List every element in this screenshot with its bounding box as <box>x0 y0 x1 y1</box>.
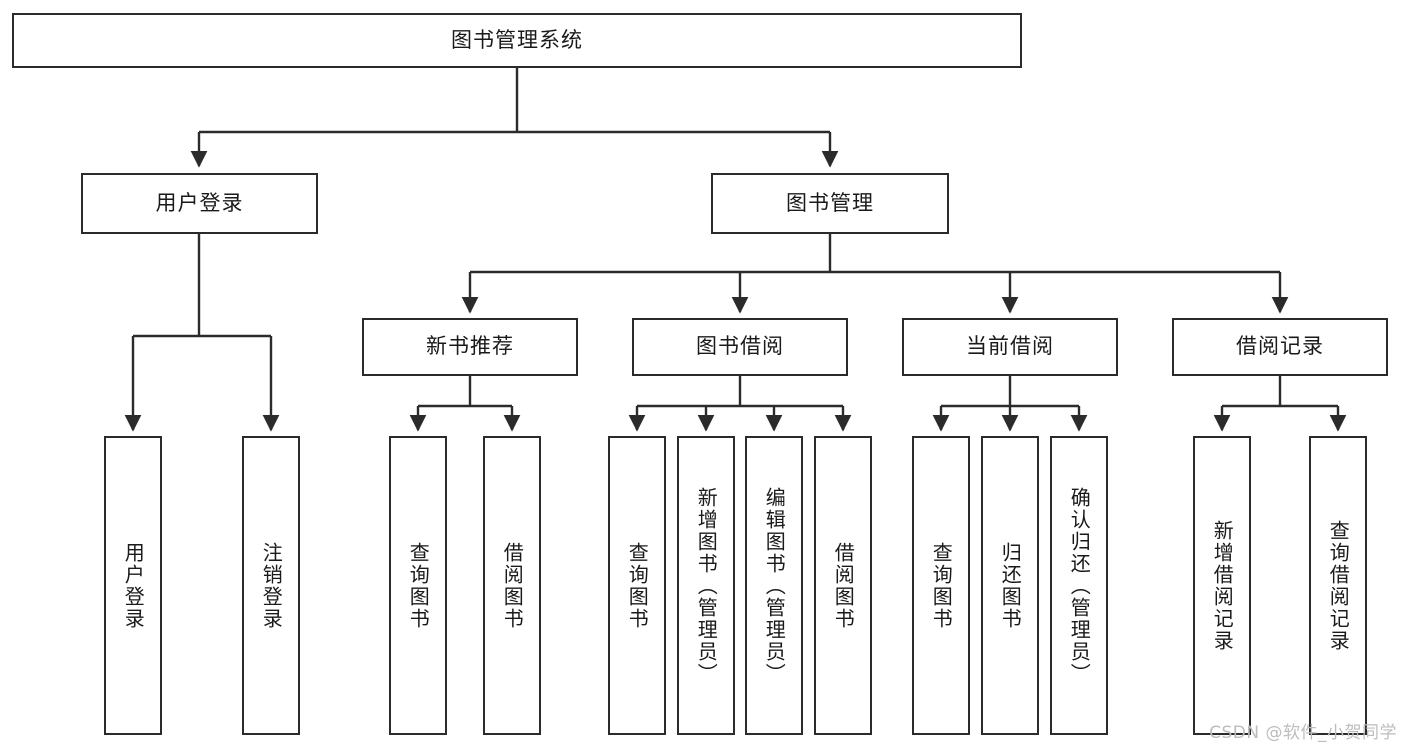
node-label: 查询图书 <box>929 541 954 630</box>
node-label: 查询图书 <box>406 541 431 630</box>
leaf-current-borrow-query-book[interactable]: 查询图书 <box>912 436 970 735</box>
node-label: 借阅图书 <box>831 541 856 630</box>
leaf-book-borrow-query-book[interactable]: 查询图书 <box>608 436 666 735</box>
leaf-borrow-record-query-record[interactable]: 查询借阅记录 <box>1309 436 1367 735</box>
node-label: 图书管理 <box>786 190 874 215</box>
node-root-book-management-system[interactable]: 图书管理系统 <box>12 13 1022 68</box>
node-label: 用户登录 <box>121 541 146 630</box>
node-label: 归还图书 <box>998 541 1023 630</box>
leaf-borrow-record-add-record[interactable]: 新增借阅记录 <box>1193 436 1251 735</box>
node-new-book-recommend[interactable]: 新书推荐 <box>362 318 578 376</box>
leaf-book-borrow-borrow-book[interactable]: 借阅图书 <box>814 436 872 735</box>
node-label: 图书管理系统 <box>451 27 583 52</box>
node-book-management[interactable]: 图书管理 <box>711 173 949 234</box>
leaf-new-book-borrow-book[interactable]: 借阅图书 <box>483 436 541 735</box>
node-label: 借阅记录 <box>1236 334 1324 359</box>
node-label: 借阅图书 <box>500 541 525 630</box>
leaf-book-borrow-edit-book-admin[interactable]: 编辑图书（管理员） <box>745 436 803 735</box>
leaf-user-login-logout[interactable]: 注销登录 <box>242 436 300 735</box>
node-user-login[interactable]: 用户登录 <box>81 173 318 234</box>
node-label: 当前借阅 <box>966 334 1054 359</box>
node-label: 注销登录 <box>259 541 284 630</box>
node-label: 新增图书（管理员） <box>694 486 719 685</box>
leaf-user-login-login[interactable]: 用户登录 <box>104 436 162 735</box>
leaf-new-book-query-book[interactable]: 查询图书 <box>389 436 447 735</box>
csdn-watermark: CSDN @软件_小贺同学 <box>1209 723 1397 743</box>
leaf-book-borrow-add-book-admin[interactable]: 新增图书（管理员） <box>677 436 735 735</box>
node-label: 查询图书 <box>625 541 650 630</box>
leaf-current-borrow-return-book[interactable]: 归还图书 <box>981 436 1039 735</box>
node-label: 查询借阅记录 <box>1326 519 1351 652</box>
node-label: 确认归还（管理员） <box>1067 486 1092 685</box>
node-label: 新增借阅记录 <box>1210 519 1235 652</box>
node-book-borrow[interactable]: 图书借阅 <box>632 318 848 376</box>
node-borrow-record[interactable]: 借阅记录 <box>1172 318 1388 376</box>
node-label: 编辑图书（管理员） <box>762 486 787 685</box>
node-label: 图书借阅 <box>696 334 784 359</box>
node-current-borrow[interactable]: 当前借阅 <box>902 318 1118 376</box>
leaf-current-borrow-confirm-return-admin[interactable]: 确认归还（管理员） <box>1050 436 1108 735</box>
node-label: 用户登录 <box>155 190 244 215</box>
node-label: 新书推荐 <box>426 334 514 359</box>
